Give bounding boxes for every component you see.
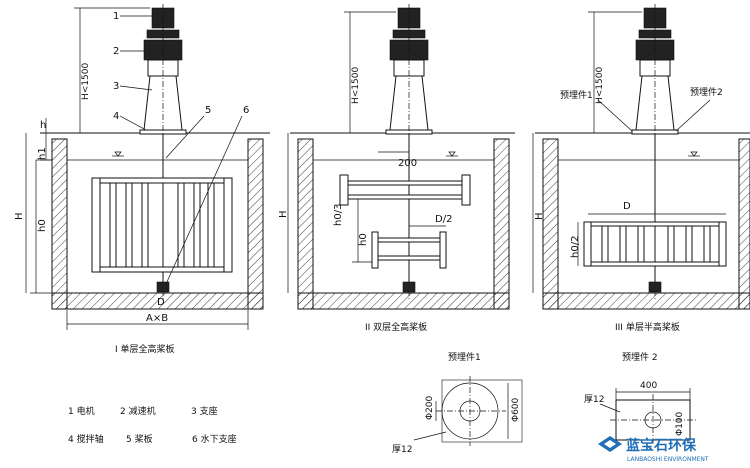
dim-D-fig3: D [623, 201, 631, 212]
embed2-title: 预埋件 2 [622, 351, 658, 363]
dim-h0-2-fig3: h0/2 [570, 236, 581, 258]
tank3-floor [542, 292, 750, 310]
tank2-floor [297, 292, 510, 310]
embedded-part-2-detail [599, 388, 696, 446]
label-mount2-fig3: 预埋件2 [690, 86, 723, 98]
paddle-1-right [223, 177, 233, 273]
dim-h0-3-fig2: h0/3 [333, 204, 344, 226]
dim-H-fig1: H [14, 212, 25, 220]
dim-H-fig2: H [278, 210, 289, 218]
watermark-text-cn: 蓝宝石环保 [626, 437, 697, 454]
dim-H-fig3: H [534, 212, 545, 220]
callout-4: 4 [113, 111, 119, 122]
dim-h0-fig1: h0 [37, 219, 48, 232]
legend-item-1: 1 电机 [68, 405, 95, 417]
dim-h-lt-1500-fig1: H<1500 [81, 63, 91, 100]
legend-item-2: 2 减速机 [120, 405, 156, 417]
tank1-right-wall [247, 138, 264, 310]
caption-fig2: II 双层全高桨板 [365, 321, 427, 333]
figure-3-single-half-height [532, 4, 750, 310]
embed1-d200: Φ200 [425, 395, 435, 420]
embed2-d100: Φ100 [675, 411, 685, 436]
callout-3: 3 [113, 81, 119, 92]
callout-2: 2 [113, 46, 119, 57]
label-mount1-fig3: 预埋件1 [560, 89, 593, 101]
figure-1-single-full-height [25, 4, 270, 330]
embed1-title: 预埋件1 [448, 351, 481, 363]
underwater-support-2 [402, 281, 416, 293]
dim-h-lt-1500-fig2: H<1500 [351, 67, 361, 104]
embed2-width: 400 [640, 381, 657, 391]
embed1-thickness: 厚12 [392, 444, 412, 455]
dim-200-fig2: 200 [398, 158, 417, 169]
dim-h-lt-1500-fig3: H<1500 [595, 67, 605, 104]
tank3-right-wall [738, 138, 750, 310]
dim-h0-fig2: h0 [358, 233, 369, 246]
dim-AxB-fig1: A×B [146, 313, 168, 324]
dim-h1-fig1: h1 [37, 147, 48, 160]
legend-item-5: 5 桨板 [126, 433, 153, 445]
callout-6: 6 [243, 105, 249, 116]
legend-item-4: 4 搅拌轴 [68, 433, 104, 445]
caption-fig3: III 单层半高桨板 [615, 321, 680, 333]
paddle-1-left [91, 177, 101, 273]
embed2-thickness: 厚12 [584, 394, 604, 405]
dim-D-fig1: D [157, 297, 165, 308]
tank1-left-wall [51, 138, 68, 310]
legend-item-6: 6 水下支座 [192, 433, 237, 445]
embedded-part-1-detail [413, 376, 523, 446]
tank3-left-wall [542, 138, 559, 310]
callout-1: 1 [113, 11, 119, 22]
tank2-left-wall [297, 138, 314, 310]
tank2-right-wall [493, 138, 510, 310]
underwater-support-1 [156, 281, 170, 293]
callout-5: 5 [205, 105, 211, 116]
dim-h-fig1: h [40, 120, 46, 131]
watermark-text-en: LANBAOSHI ENVIRONMENT [627, 456, 709, 463]
embed1-d600: Φ600 [511, 397, 521, 422]
watermark-logo: 蓝宝石环保 LANBAOSHI ENVIRONMENT [598, 436, 709, 463]
figure-2-double-full-height [287, 4, 515, 310]
caption-fig1: I 单层全高桨板 [115, 343, 175, 355]
dim-D-2-fig2: D/2 [435, 214, 452, 225]
legend-item-3: 3 支座 [191, 405, 218, 417]
underwater-support-3 [648, 281, 662, 293]
